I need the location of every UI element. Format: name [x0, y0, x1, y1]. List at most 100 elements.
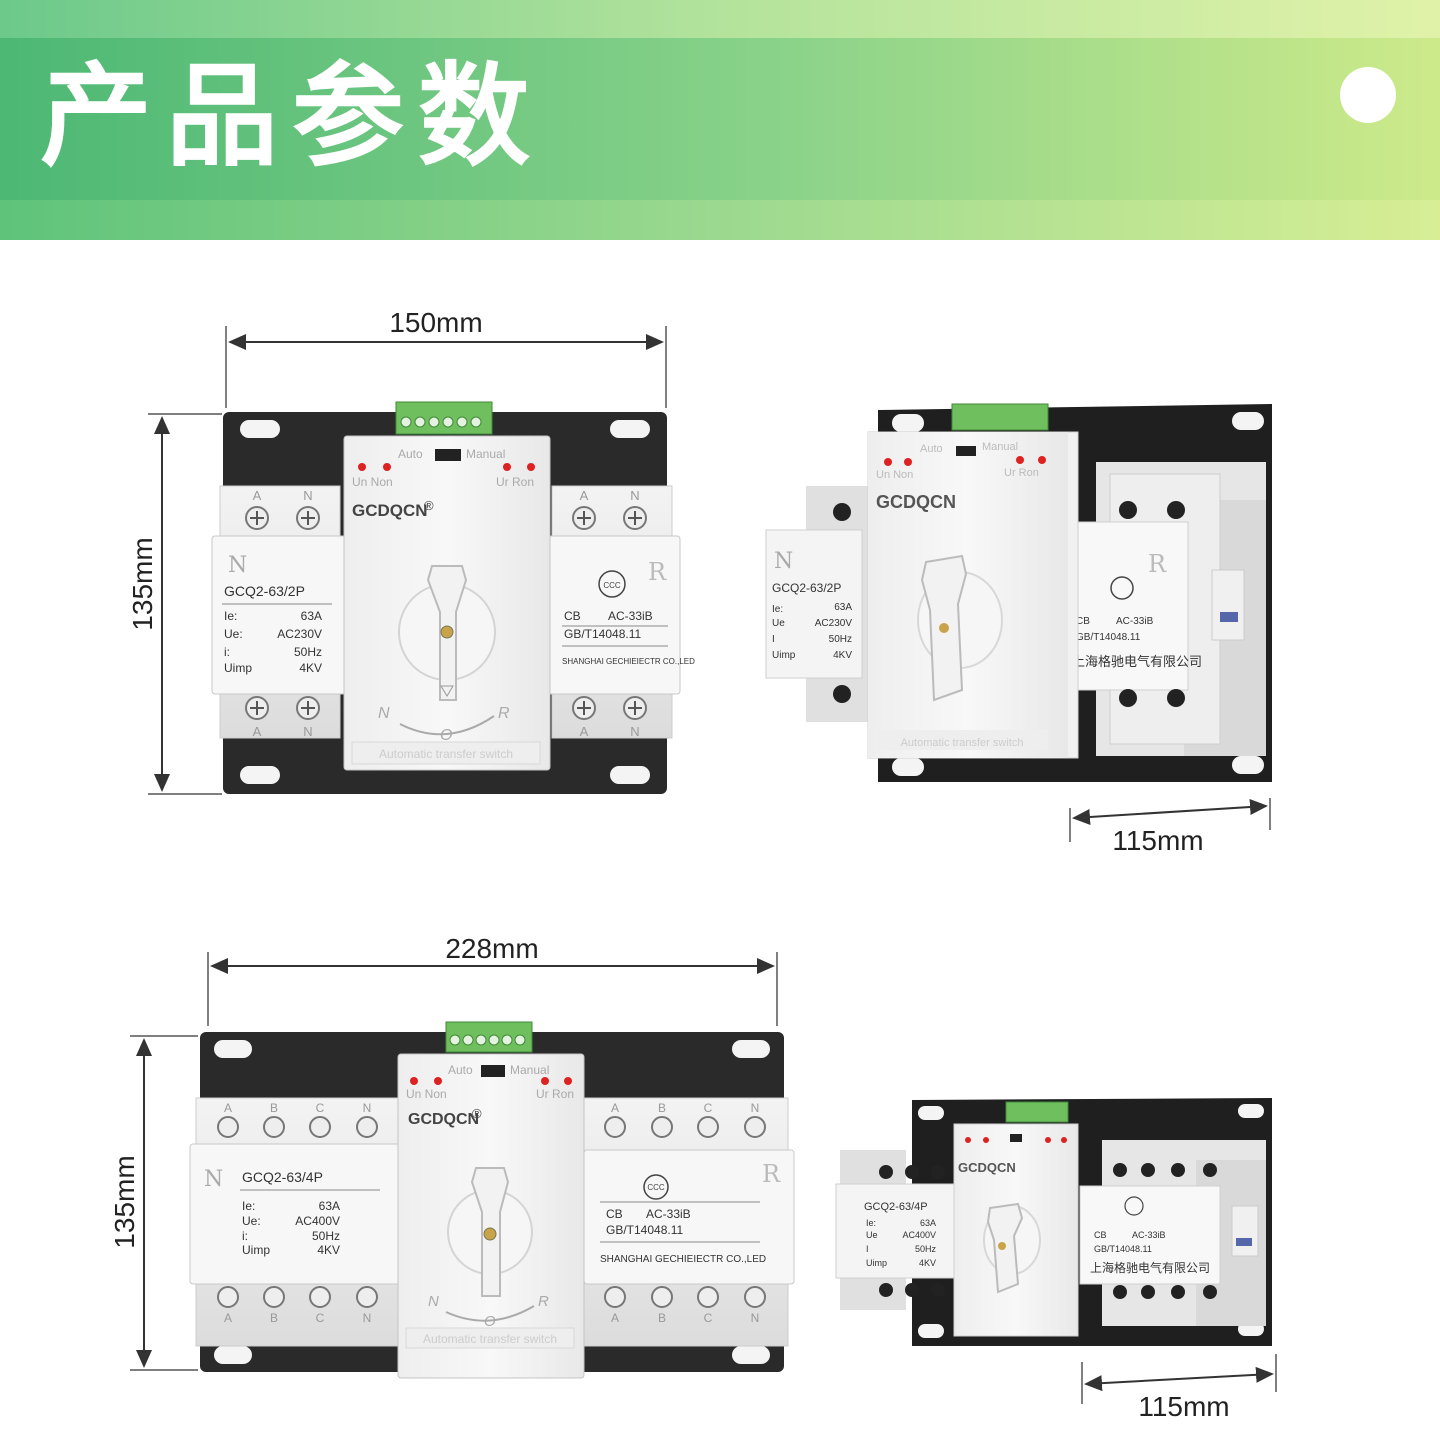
- r-mark: R: [762, 1160, 781, 1188]
- device-4p-front: A B C N A B C N A B C N A B C N N GCQ2-6…: [189, 1021, 795, 1379]
- pole-label: A: [580, 724, 589, 739]
- pole-label: A: [253, 724, 262, 739]
- company-cn-label: 上海格驰电气有限公司: [1072, 654, 1202, 669]
- pole-label: N: [363, 1101, 372, 1115]
- position-r: R: [538, 1293, 549, 1310]
- auto-label: Auto: [398, 447, 423, 461]
- spec-label: Uimp: [242, 1243, 270, 1257]
- position-o: O: [440, 727, 452, 744]
- brand-reg: ®: [472, 1106, 482, 1121]
- gb-label: GB/T14048.11: [1094, 1244, 1152, 1254]
- ccc-text: CCC: [647, 1183, 665, 1192]
- company-label: SHANGHAI GECHIEIECTR CO.,LED: [562, 657, 695, 666]
- cb-label: CB: [1094, 1230, 1107, 1240]
- spec-value: 50Hz: [294, 645, 322, 659]
- ccc-mark-icon: [1124, 1196, 1144, 1216]
- dimension-4p-width: 228mm: [207, 933, 778, 1026]
- brand-label: GCDQCN: [408, 1111, 479, 1128]
- spec-label: Ie:: [866, 1218, 876, 1228]
- pole-label: C: [316, 1311, 325, 1325]
- spec-value: 50Hz: [915, 1244, 937, 1254]
- company-cn-label: 上海格驰电气有限公司: [1090, 1260, 1210, 1275]
- position-r: R: [498, 705, 510, 722]
- auto-label: Auto: [920, 443, 943, 455]
- pole-label: A: [611, 1311, 619, 1325]
- bottom-label: Automatic transfer switch: [901, 737, 1024, 749]
- position-n: N: [428, 1293, 439, 1310]
- pole-label: C: [704, 1311, 713, 1325]
- pole-label: A: [253, 488, 262, 503]
- spec-label: I: [866, 1244, 869, 1254]
- spec-value: 63A: [920, 1218, 936, 1228]
- cb-label: CB: [564, 609, 581, 623]
- pole-label: A: [224, 1101, 232, 1115]
- spec-value: 4KV: [299, 661, 322, 675]
- un-non-label: Un Non: [352, 475, 393, 489]
- pole-label: B: [658, 1101, 666, 1115]
- un-non-label: Un Non: [876, 469, 913, 481]
- n-mark: N: [774, 549, 793, 574]
- spec-value: 4KV: [919, 1258, 936, 1268]
- gb-label: GB/T14048.11: [1076, 632, 1141, 643]
- pole-label: B: [270, 1101, 278, 1115]
- pole-label: N: [363, 1311, 372, 1325]
- ccc-text: CCC: [603, 581, 621, 590]
- position-n: N: [378, 705, 390, 722]
- spec-value: 4KV: [317, 1243, 340, 1257]
- cb-label: CB: [606, 1207, 623, 1221]
- dim-2p-depth-label: 115mm: [1112, 825, 1203, 856]
- spec-label: Uimp: [772, 650, 796, 661]
- pole-label: A: [580, 488, 589, 503]
- spec-value: AC400V: [902, 1230, 936, 1240]
- pole-label: N: [630, 488, 639, 503]
- spec-value: AC230V: [815, 618, 853, 629]
- pole-label: B: [270, 1311, 278, 1325]
- pole-label: N: [303, 724, 312, 739]
- spec-value: 50Hz: [829, 634, 852, 645]
- manual-label: Manual: [982, 441, 1018, 453]
- manual-label: Manual: [510, 1063, 549, 1077]
- auto-manual-slider: [435, 449, 461, 461]
- pole-label: A: [611, 1101, 619, 1115]
- spec-label: Uimp: [866, 1258, 887, 1268]
- ac-label: AC-33iB: [608, 609, 653, 623]
- spec-label: Ie:: [224, 609, 237, 623]
- auto-label: Auto: [448, 1063, 473, 1077]
- un-non-label: Un Non: [406, 1087, 447, 1101]
- gb-label: GB/T14048.11: [564, 627, 641, 641]
- ccc-mark-icon: [643, 1174, 669, 1200]
- cb-label: CB: [1076, 616, 1090, 627]
- ur-ron-label: Ur Ron: [536, 1087, 574, 1101]
- r-mark: R: [1148, 550, 1167, 578]
- n-mark: N: [204, 1167, 223, 1192]
- pole-label: N: [303, 488, 312, 503]
- device-2p-front: A N A N A N A N N GCQ2-63/2P Ie: Ue: i: …: [211, 401, 695, 794]
- dimension-4p-depth: 115mm: [1081, 1354, 1277, 1422]
- spec-value: 50Hz: [312, 1229, 340, 1243]
- ac-label: AC-33iB: [1116, 616, 1154, 627]
- dimension-2p-depth: 115mm: [1069, 798, 1271, 856]
- auto-manual-slider: [481, 1065, 505, 1077]
- ccc-mark-icon: [1110, 576, 1134, 600]
- page-title: 产品参数: [40, 52, 544, 182]
- gb-label: GB/T14048.11: [606, 1223, 683, 1237]
- device-4p-side: GCQ2-63/4P Ie: Ue I Uimp 63A AC400V 50Hz…: [835, 1098, 1272, 1346]
- company-label: SHANGHAI GECHIEIECTR CO.,LED: [600, 1254, 766, 1265]
- pole-label: C: [704, 1101, 713, 1115]
- pole-label: N: [751, 1101, 760, 1115]
- spec-label: Ue:: [224, 627, 243, 641]
- spec-value: AC230V: [277, 627, 322, 641]
- pole-label: C: [316, 1101, 325, 1115]
- spec-label: I: [772, 634, 775, 645]
- spec-label: i:: [242, 1229, 248, 1243]
- pole-label: A: [224, 1311, 232, 1325]
- spec-label: Ue:: [242, 1214, 261, 1228]
- spec-label: Ie:: [242, 1199, 255, 1213]
- brand-label: GCDQCN: [352, 501, 428, 520]
- spec-label: i:: [224, 645, 230, 659]
- pole-label: N: [630, 724, 639, 739]
- ur-ron-label: Ur Ron: [496, 475, 534, 489]
- dim-2p-width-label: 150mm: [389, 307, 482, 338]
- dim-4p-width-label: 228mm: [445, 933, 538, 964]
